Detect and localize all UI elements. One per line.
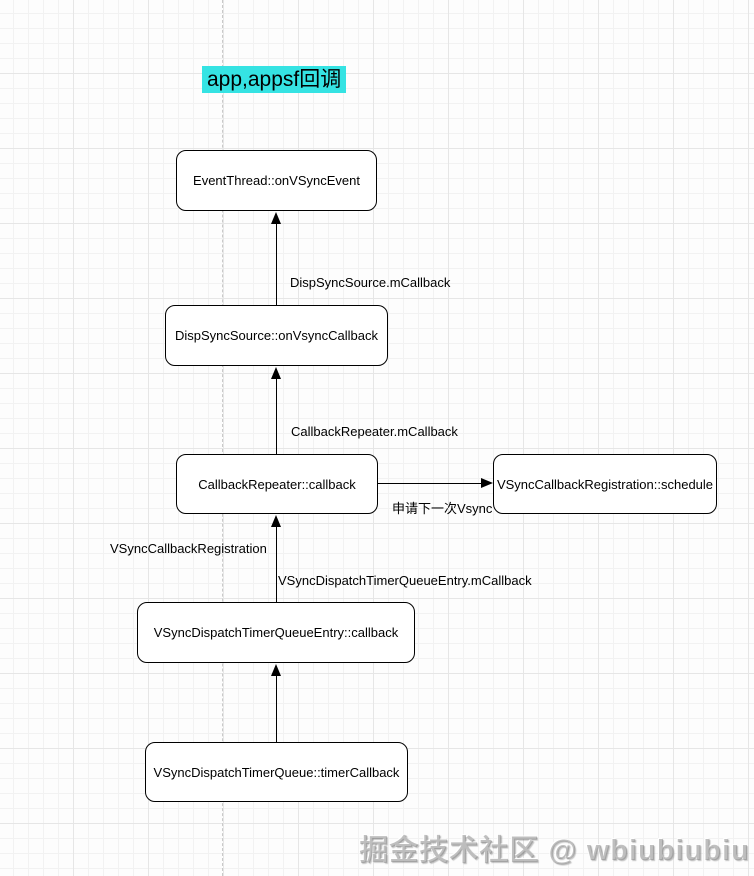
edge-line: [276, 673, 277, 743]
edge-label-timerqueueentry-mcallback: VSyncDispatchTimerQueueEntry.mCallback: [278, 573, 532, 588]
edge-label-request-next-vsync: 申请下一次Vsync: [392, 501, 493, 516]
edge-line: [276, 524, 277, 603]
node-vsyncdispatchtimerqueueentry: VSyncDispatchTimerQueueEntry::callback: [137, 602, 415, 663]
edge-line: [378, 483, 483, 484]
edge-line: [276, 221, 277, 306]
node-label: VSyncDispatchTimerQueue::timerCallback: [153, 764, 400, 780]
edge-label-callbackrepeater-mcallback: CallbackRepeater.mCallback: [291, 424, 458, 439]
edge-line: [276, 376, 277, 455]
arrow-head-up: [271, 367, 281, 379]
edge-label-dispsyncsource-mcallback: DispSyncSource.mCallback: [290, 275, 451, 290]
arrow-head-up: [271, 212, 281, 224]
arrow-head-up: [271, 664, 281, 676]
node-vsyncdispatchtimerqueue: VSyncDispatchTimerQueue::timerCallback: [145, 742, 408, 802]
diagram-title: app,appsf回调: [202, 66, 347, 93]
arrow-head-up: [271, 515, 281, 527]
node-callbackrepeater: CallbackRepeater::callback: [176, 454, 378, 514]
node-label: VSyncDispatchTimerQueueEntry::callback: [153, 625, 399, 640]
arrow-head-right: [481, 478, 493, 488]
node-label: VSyncCallbackRegistration::schedule: [496, 476, 714, 492]
node-label: CallbackRepeater::callback: [198, 476, 356, 492]
node-label: DispSyncSource::onVsyncCallback: [174, 328, 379, 343]
edge-label-vsynccallbackregistration: VSyncCallbackRegistration: [110, 541, 267, 556]
watermark: 掘金技术社区 @ wbiubiubiu: [359, 835, 750, 867]
node-vsynccallbackregistration-schedule: VSyncCallbackRegistration::schedule: [493, 454, 717, 514]
node-eventthread: EventThread::onVSyncEvent: [176, 150, 377, 211]
node-dispsyncsource: DispSyncSource::onVsyncCallback: [165, 305, 388, 366]
node-label: EventThread::onVSyncEvent: [193, 173, 360, 188]
page-guide-dashed-line: [222, 0, 223, 876]
